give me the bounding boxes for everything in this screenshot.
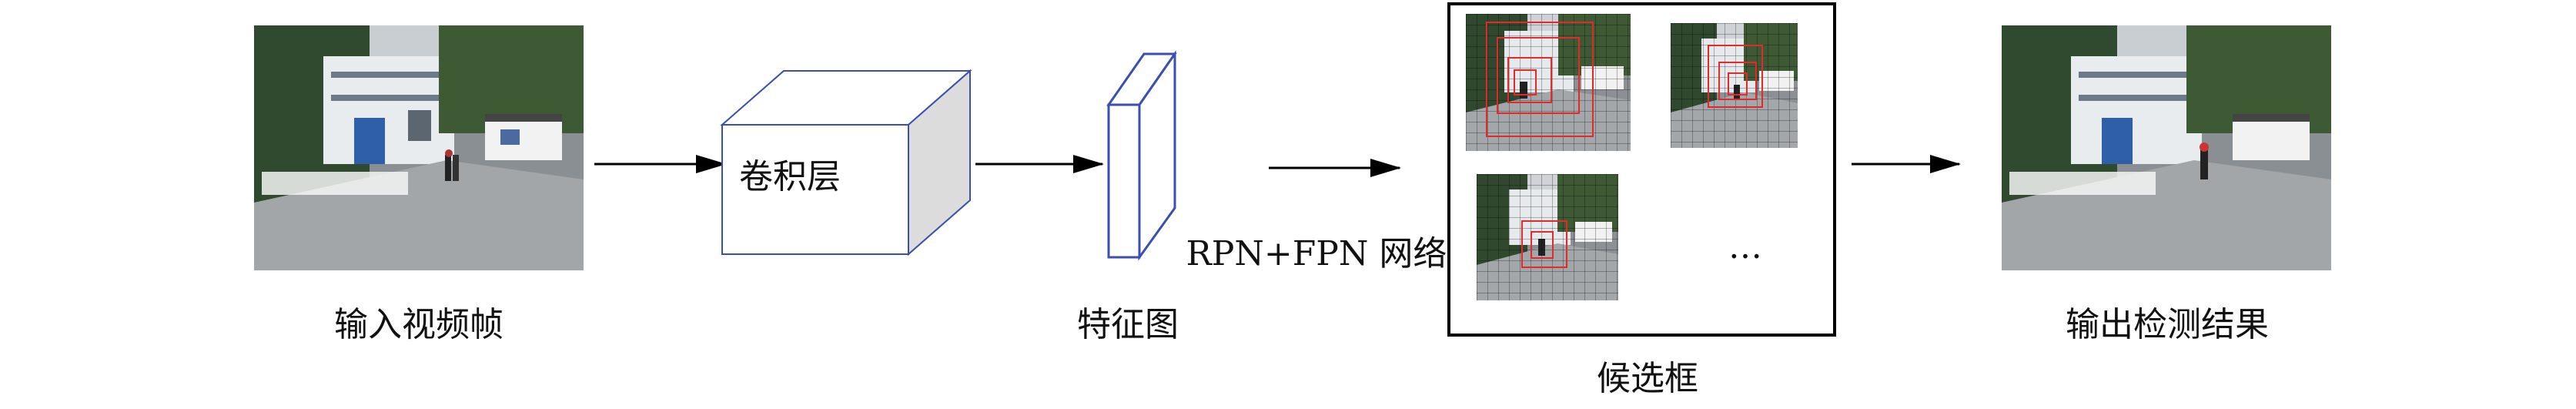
input-frame-label: 输入视频帧 bbox=[334, 305, 503, 344]
output-result-label: 输出检测结果 bbox=[2066, 305, 2269, 344]
candidate-image-2 bbox=[1671, 23, 1798, 148]
candidate-label: 候选框 bbox=[1597, 359, 1698, 398]
output-result-image bbox=[2002, 25, 2331, 270]
conv-layer-label: 卷积层 bbox=[739, 157, 841, 196]
conv-layer-cube bbox=[720, 69, 972, 256]
input-frame-image bbox=[254, 25, 584, 270]
more-candidates-ellipsis: … bbox=[1728, 227, 1767, 267]
candidate-image-1 bbox=[1466, 14, 1631, 151]
candidate-image-3 bbox=[1477, 174, 1618, 300]
feature-map-label: 特征图 bbox=[1077, 305, 1179, 344]
feature-map-slab bbox=[1106, 50, 1177, 261]
candidate-panel bbox=[1447, 2, 1836, 337]
rpn-fpn-label: RPN+FPN 网络 bbox=[1186, 234, 1447, 273]
